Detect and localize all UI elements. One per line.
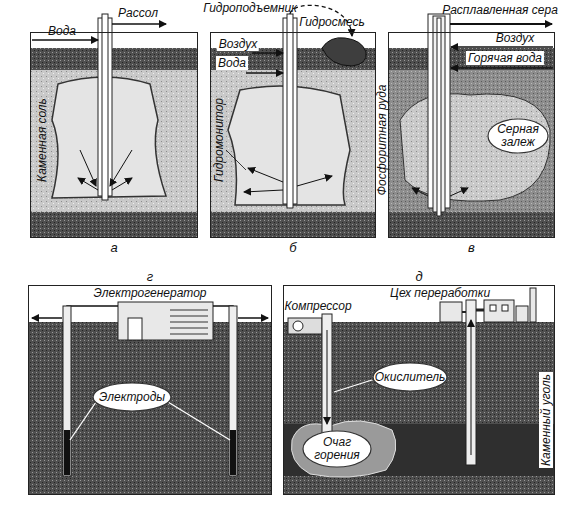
callout-label: Воздух [217, 37, 259, 51]
coal-gasification-scene [283, 285, 555, 495]
salt-leaching-scene [30, 14, 198, 238]
sulphur-melting-scene [388, 14, 555, 238]
vertical-label: Фосфоритная руда [375, 83, 389, 198]
method-panel: дОкислительОчаг горения [283, 285, 555, 495]
vertical-label: Гидромонитор [212, 96, 226, 184]
vertical-label: Каменный уголь [539, 372, 553, 468]
method-panel: а [30, 32, 198, 238]
panel-letter: а [110, 241, 117, 254]
bubble-shape [303, 431, 371, 467]
callout-label: Расплавленная сера [440, 3, 560, 17]
panel-letter: б [289, 241, 296, 254]
electro-heating-scene [28, 285, 272, 495]
callout-label: Гидросмесь [297, 15, 367, 29]
zone-name: Очаг горения [302, 436, 372, 462]
panel-letter: д [415, 270, 422, 283]
zone-bubble: Серная залеж [487, 118, 549, 154]
zone-name: Серная залеж [487, 123, 549, 149]
zone-bubble: Окислитель [372, 362, 448, 392]
bubble-shape [488, 119, 548, 153]
panel-letter: в [468, 241, 475, 254]
zone-name: Электроды [96, 391, 168, 404]
callout-label: Горячая вода [466, 51, 544, 65]
vertical-label: Каменная соль [35, 96, 49, 184]
callout-label: Рассол [116, 6, 160, 20]
callout-label: Вода [46, 24, 78, 38]
bubble-shape [93, 383, 171, 411]
callout-label: Гидроподъемник [201, 1, 299, 15]
zone-bubble: Электроды [92, 382, 172, 412]
callout-label: Воздух [494, 31, 536, 45]
callout-label: Электрогенератор [91, 286, 208, 300]
zone-name: Окислитель [372, 371, 448, 384]
hydro-mining-scene [210, 5, 376, 238]
panel-letter: г [147, 270, 153, 283]
zone-bubble: Очаг горения [302, 430, 372, 468]
callout-label: Цех переработки [388, 286, 492, 300]
callout-label: Компрессор [282, 299, 353, 313]
method-panel: гЭлектроды [28, 285, 272, 495]
callout-label: Вода [216, 56, 248, 70]
